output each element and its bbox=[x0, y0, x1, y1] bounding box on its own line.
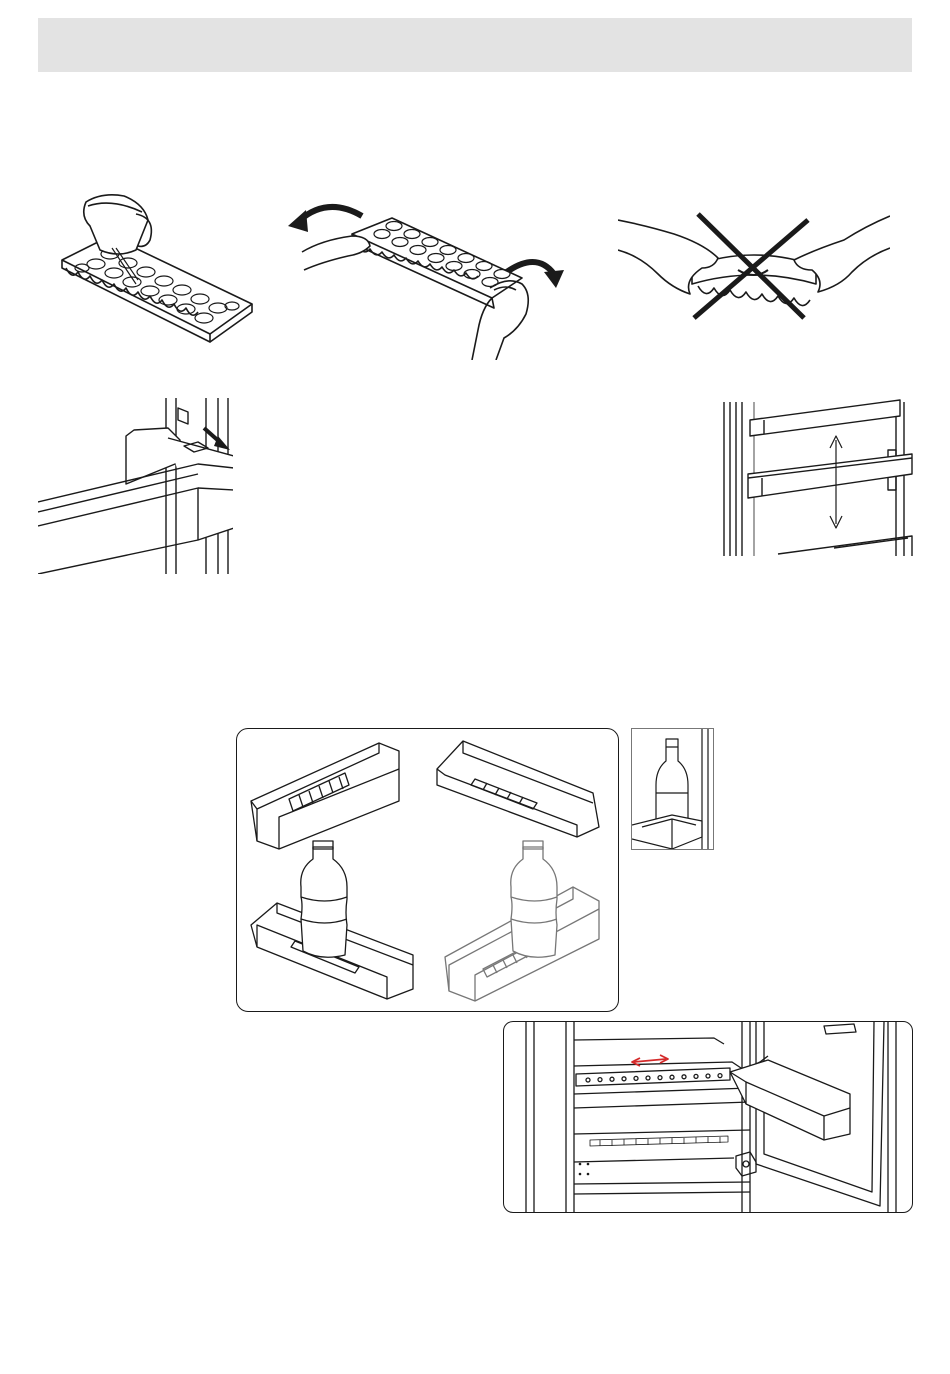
door-shelf-height-illustration bbox=[718, 398, 914, 558]
ice-tray-icon bbox=[62, 236, 252, 342]
bottle-icon bbox=[511, 841, 557, 957]
lower-grille-icon bbox=[590, 1136, 728, 1146]
door-shelf-release-illustration bbox=[38, 398, 233, 574]
door-shelf-icon bbox=[730, 1060, 850, 1140]
push-arrow-icon bbox=[204, 428, 230, 450]
left-hand-icon bbox=[618, 220, 718, 294]
bottle-icon bbox=[656, 739, 688, 825]
vent-grille-icon bbox=[576, 1068, 730, 1086]
upper-shelf-icon bbox=[750, 400, 900, 436]
door-bin-with-slider-icon bbox=[437, 741, 599, 837]
lower-shelf-icon bbox=[778, 536, 912, 556]
do-not-bend-ice-tray-illustration bbox=[618, 210, 890, 322]
sliding-shelf-divider-panel bbox=[503, 1021, 913, 1213]
bottle-holder-detail-inset bbox=[631, 728, 714, 850]
left-hand-icon bbox=[302, 236, 370, 270]
fridge-cabinet-icon bbox=[526, 1022, 750, 1213]
door-bin-with-bottle-icon bbox=[251, 841, 413, 999]
fill-ice-tray-illustration bbox=[52, 188, 264, 348]
rotate-arrow-left-icon bbox=[288, 207, 362, 232]
page-header-bar bbox=[38, 18, 912, 72]
door-bin-with-divider-icon bbox=[251, 743, 399, 849]
door-bin-with-bottle-faded-icon bbox=[445, 841, 599, 1001]
twist-ice-tray-illustration bbox=[282, 190, 572, 360]
door-shelf-icon bbox=[38, 428, 233, 574]
bottle-shelf-variants-panel bbox=[236, 728, 619, 1012]
hinge-icon bbox=[736, 1152, 756, 1176]
bottle-icon bbox=[301, 841, 347, 957]
middle-shelf-icon bbox=[748, 454, 912, 498]
ice-tray-icon bbox=[352, 218, 522, 308]
